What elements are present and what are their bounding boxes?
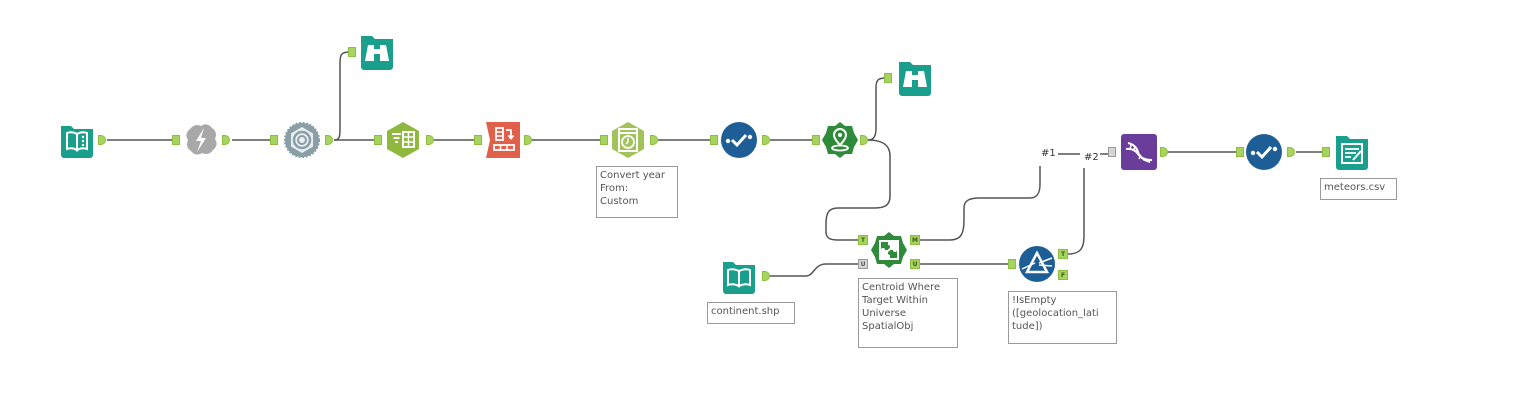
true-output-anchor[interactable]: T xyxy=(1058,249,1068,259)
false-output-anchor[interactable]: F xyxy=(1058,270,1068,280)
create-points-tool[interactable] xyxy=(821,121,859,159)
book-input-icon xyxy=(723,262,755,294)
universe-input-anchor[interactable]: U xyxy=(858,259,868,269)
input-anchor[interactable] xyxy=(600,135,608,145)
dna-icon xyxy=(1121,134,1157,170)
output-anchor[interactable] xyxy=(98,135,106,145)
check-tool-1[interactable] xyxy=(720,121,758,159)
input-anchor[interactable] xyxy=(474,135,482,145)
transpose-icon xyxy=(486,122,520,158)
input-anchor[interactable] xyxy=(374,135,382,145)
output-anchor[interactable] xyxy=(762,271,770,281)
filter-tool[interactable] xyxy=(1018,245,1056,283)
macro-tool[interactable] xyxy=(283,121,321,159)
filter-prism-icon xyxy=(1019,246,1055,282)
output-anchor[interactable] xyxy=(426,135,434,145)
output-anchor[interactable] xyxy=(524,135,532,145)
dynamic-input-tool[interactable] xyxy=(182,121,220,159)
binoculars-icon xyxy=(899,62,931,96)
input-anchor[interactable] xyxy=(172,135,180,145)
output-anchor[interactable] xyxy=(762,135,770,145)
lightning-cloud-icon xyxy=(186,124,217,155)
input-anchor[interactable] xyxy=(884,73,892,83)
gear-macro-icon xyxy=(284,122,320,158)
select-columns-icon xyxy=(387,122,419,158)
input-anchor[interactable] xyxy=(1322,147,1330,157)
input-data-tool[interactable] xyxy=(58,121,96,159)
connection-spatial-matched-to-join1 xyxy=(920,166,1041,241)
input-anchor[interactable] xyxy=(710,135,718,145)
output-file-icon xyxy=(1336,136,1368,170)
cross-tab-tool[interactable] xyxy=(484,121,522,159)
checkmark-node-icon xyxy=(1246,134,1282,170)
output-anchor[interactable] xyxy=(650,135,658,145)
join-input-label-1: #1 xyxy=(1041,148,1056,159)
output-anchor[interactable] xyxy=(325,135,333,145)
matched-output-anchor[interactable]: M xyxy=(910,235,920,245)
target-input-anchor[interactable]: T xyxy=(858,235,868,245)
select-tool[interactable] xyxy=(384,121,422,159)
input-anchor[interactable] xyxy=(348,47,356,57)
unmatched-output-anchor[interactable]: U xyxy=(910,259,920,269)
input-anchor[interactable] xyxy=(1236,147,1244,157)
datetime-annotation: Convert year From: Custom xyxy=(596,166,678,218)
filter-annotation: !IsEmpty ([geolocation_lati tude]) xyxy=(1008,291,1117,344)
output-anchor[interactable] xyxy=(222,135,230,145)
checkmark-node-icon xyxy=(721,122,757,158)
input-anchor[interactable] xyxy=(812,135,820,145)
browse-tool-2[interactable] xyxy=(896,59,934,97)
connection-continent-to-spatial-universe xyxy=(762,263,858,277)
spatial-match-tool[interactable] xyxy=(870,231,908,269)
connection-gear-to-browse1 xyxy=(333,51,351,141)
map-pin-icon xyxy=(822,122,858,158)
output-anchor[interactable] xyxy=(1287,147,1295,157)
spatial-match-annotation: Centroid Where Target Within Universe Sp… xyxy=(858,278,958,348)
continent-input-tool[interactable] xyxy=(720,257,758,295)
join-multiple-tool[interactable] xyxy=(1120,133,1158,171)
continent-annotation: continent.shp xyxy=(707,302,795,324)
puzzle-icon xyxy=(871,232,907,268)
connection-points-to-spatial-target xyxy=(825,139,891,241)
output-anchor[interactable] xyxy=(860,135,868,145)
join-input-label-2: #2 xyxy=(1084,152,1099,163)
binoculars-icon xyxy=(361,36,393,70)
multi-input-anchor[interactable] xyxy=(1108,147,1116,157)
output-annotation: meteors.csv xyxy=(1320,178,1397,200)
connection-filter-true-to-join2 xyxy=(1067,168,1085,255)
datetime-tool[interactable] xyxy=(609,121,647,159)
input-anchor[interactable] xyxy=(270,135,278,145)
input-anchor[interactable] xyxy=(1008,259,1016,269)
clock-icon xyxy=(612,122,644,158)
connection-points-to-browse2 xyxy=(867,77,887,141)
book-input-icon xyxy=(61,126,93,158)
browse-tool-1[interactable] xyxy=(358,33,396,71)
check-tool-2[interactable] xyxy=(1245,133,1283,171)
output-data-tool[interactable] xyxy=(1333,133,1371,171)
output-anchor[interactable] xyxy=(1160,147,1168,157)
